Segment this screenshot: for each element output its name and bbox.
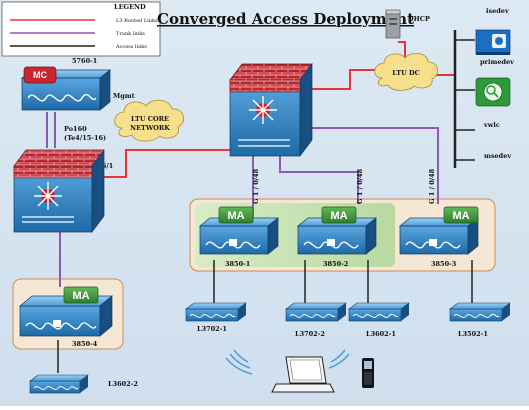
mc-badge bbox=[23, 66, 57, 84]
legend-routed-label: L3 Routed Links bbox=[116, 18, 158, 24]
wireless-waves-icon bbox=[225, 349, 350, 375]
msedev-label: msedev bbox=[484, 152, 511, 160]
sw-3850-1-label: 3850-1 bbox=[225, 260, 250, 268]
ap-l3602-1 bbox=[348, 302, 410, 322]
ma-badge bbox=[218, 206, 254, 224]
sw-3850-3-label: 3850-3 bbox=[431, 260, 457, 268]
ap-l3702-1-label: L3702-1 bbox=[197, 325, 227, 333]
ma-badge-label: MA bbox=[227, 210, 244, 222]
link-center-to-dc bbox=[310, 69, 385, 90]
switch-3850-3: MA bbox=[399, 206, 479, 255]
switch-3850-1: MA bbox=[199, 206, 279, 255]
controller-5760: MC bbox=[20, 66, 111, 111]
ma-badge-label: MA bbox=[72, 290, 89, 302]
ap-l3702-1 bbox=[185, 302, 247, 322]
ap-l3502-1-label: L3502-1 bbox=[458, 330, 488, 338]
legend: LEGEND L3 Routed Links Trunk links Acces… bbox=[1, 1, 161, 57]
lock-icon bbox=[53, 320, 61, 327]
controller-wave-icon bbox=[27, 93, 97, 102]
switch-3850-2: MA bbox=[297, 206, 377, 255]
mc-badge-label: MC bbox=[33, 70, 47, 80]
ap-l3602-2 bbox=[29, 374, 89, 394]
s5760-label: 5760-1 bbox=[72, 57, 97, 65]
ma-badge bbox=[321, 206, 357, 224]
primedev-label: primedev bbox=[480, 58, 514, 66]
mgmt-label: Mgmt bbox=[113, 92, 135, 100]
legend-access-label: Access links bbox=[115, 44, 147, 50]
ap-l3602-2-label: L3602-2 bbox=[108, 380, 138, 388]
ltu-core-label-2: NETWORK bbox=[130, 124, 170, 132]
ap-l3702-2 bbox=[285, 302, 347, 322]
ltu-core-cloud: LTU CORE NETWORK bbox=[114, 99, 185, 142]
primedev-server bbox=[475, 77, 511, 107]
core-switch-center bbox=[229, 62, 313, 158]
legend-trunk-label: Trunk links bbox=[116, 31, 145, 37]
lock-icon bbox=[327, 239, 335, 246]
vwlc-label: vwlc bbox=[483, 121, 500, 129]
core-switch-left bbox=[13, 148, 105, 234]
isedev-server bbox=[475, 29, 511, 55]
trunk-to-3850-3 bbox=[290, 127, 439, 204]
link-core-to-center bbox=[94, 149, 230, 178]
ltu-core-label-1: LTU CORE bbox=[131, 115, 169, 123]
ma-badge bbox=[63, 286, 99, 304]
ltu-dc-label: LTU DC bbox=[392, 69, 420, 77]
phone-icon bbox=[362, 358, 374, 388]
g148-label-2: G 1 / 0/48 bbox=[356, 168, 364, 204]
g148-label-3: G 1 / 0/48 bbox=[428, 168, 436, 204]
ap-l3602-1-label: L3602-1 bbox=[366, 330, 396, 338]
isedev-label: isedev bbox=[486, 7, 509, 15]
legend-heading: LEGEND bbox=[114, 3, 146, 11]
lock-icon bbox=[429, 239, 437, 246]
dhcp-label: DHCP bbox=[408, 15, 430, 23]
trunk-to-3850-2 bbox=[279, 155, 359, 204]
diagram-title: Converged Access Deployment bbox=[157, 10, 414, 28]
lock-icon bbox=[229, 239, 237, 246]
ap-l3702-2-label: L3702-2 bbox=[295, 330, 325, 338]
laptop-icon bbox=[271, 356, 335, 393]
ma-badge-label: MA bbox=[452, 210, 469, 222]
ma-badge bbox=[443, 206, 479, 224]
dhcp-server: DHCP bbox=[385, 9, 430, 39]
sw-3850-4-label: 3850-4 bbox=[72, 340, 98, 348]
ma-badge-label: MA bbox=[330, 210, 347, 222]
te-label: (Te4/15-16) bbox=[64, 134, 106, 142]
switch-3850-4: MA bbox=[19, 286, 113, 337]
sw-3850-2-label: 3850-2 bbox=[323, 260, 348, 268]
ltu-dc-cloud: LTU DC bbox=[374, 52, 438, 91]
ap-l3502-1 bbox=[449, 302, 511, 322]
po160-label: Po160 bbox=[64, 125, 87, 133]
g148-label-1: G 1 / 0/48 bbox=[252, 168, 260, 204]
